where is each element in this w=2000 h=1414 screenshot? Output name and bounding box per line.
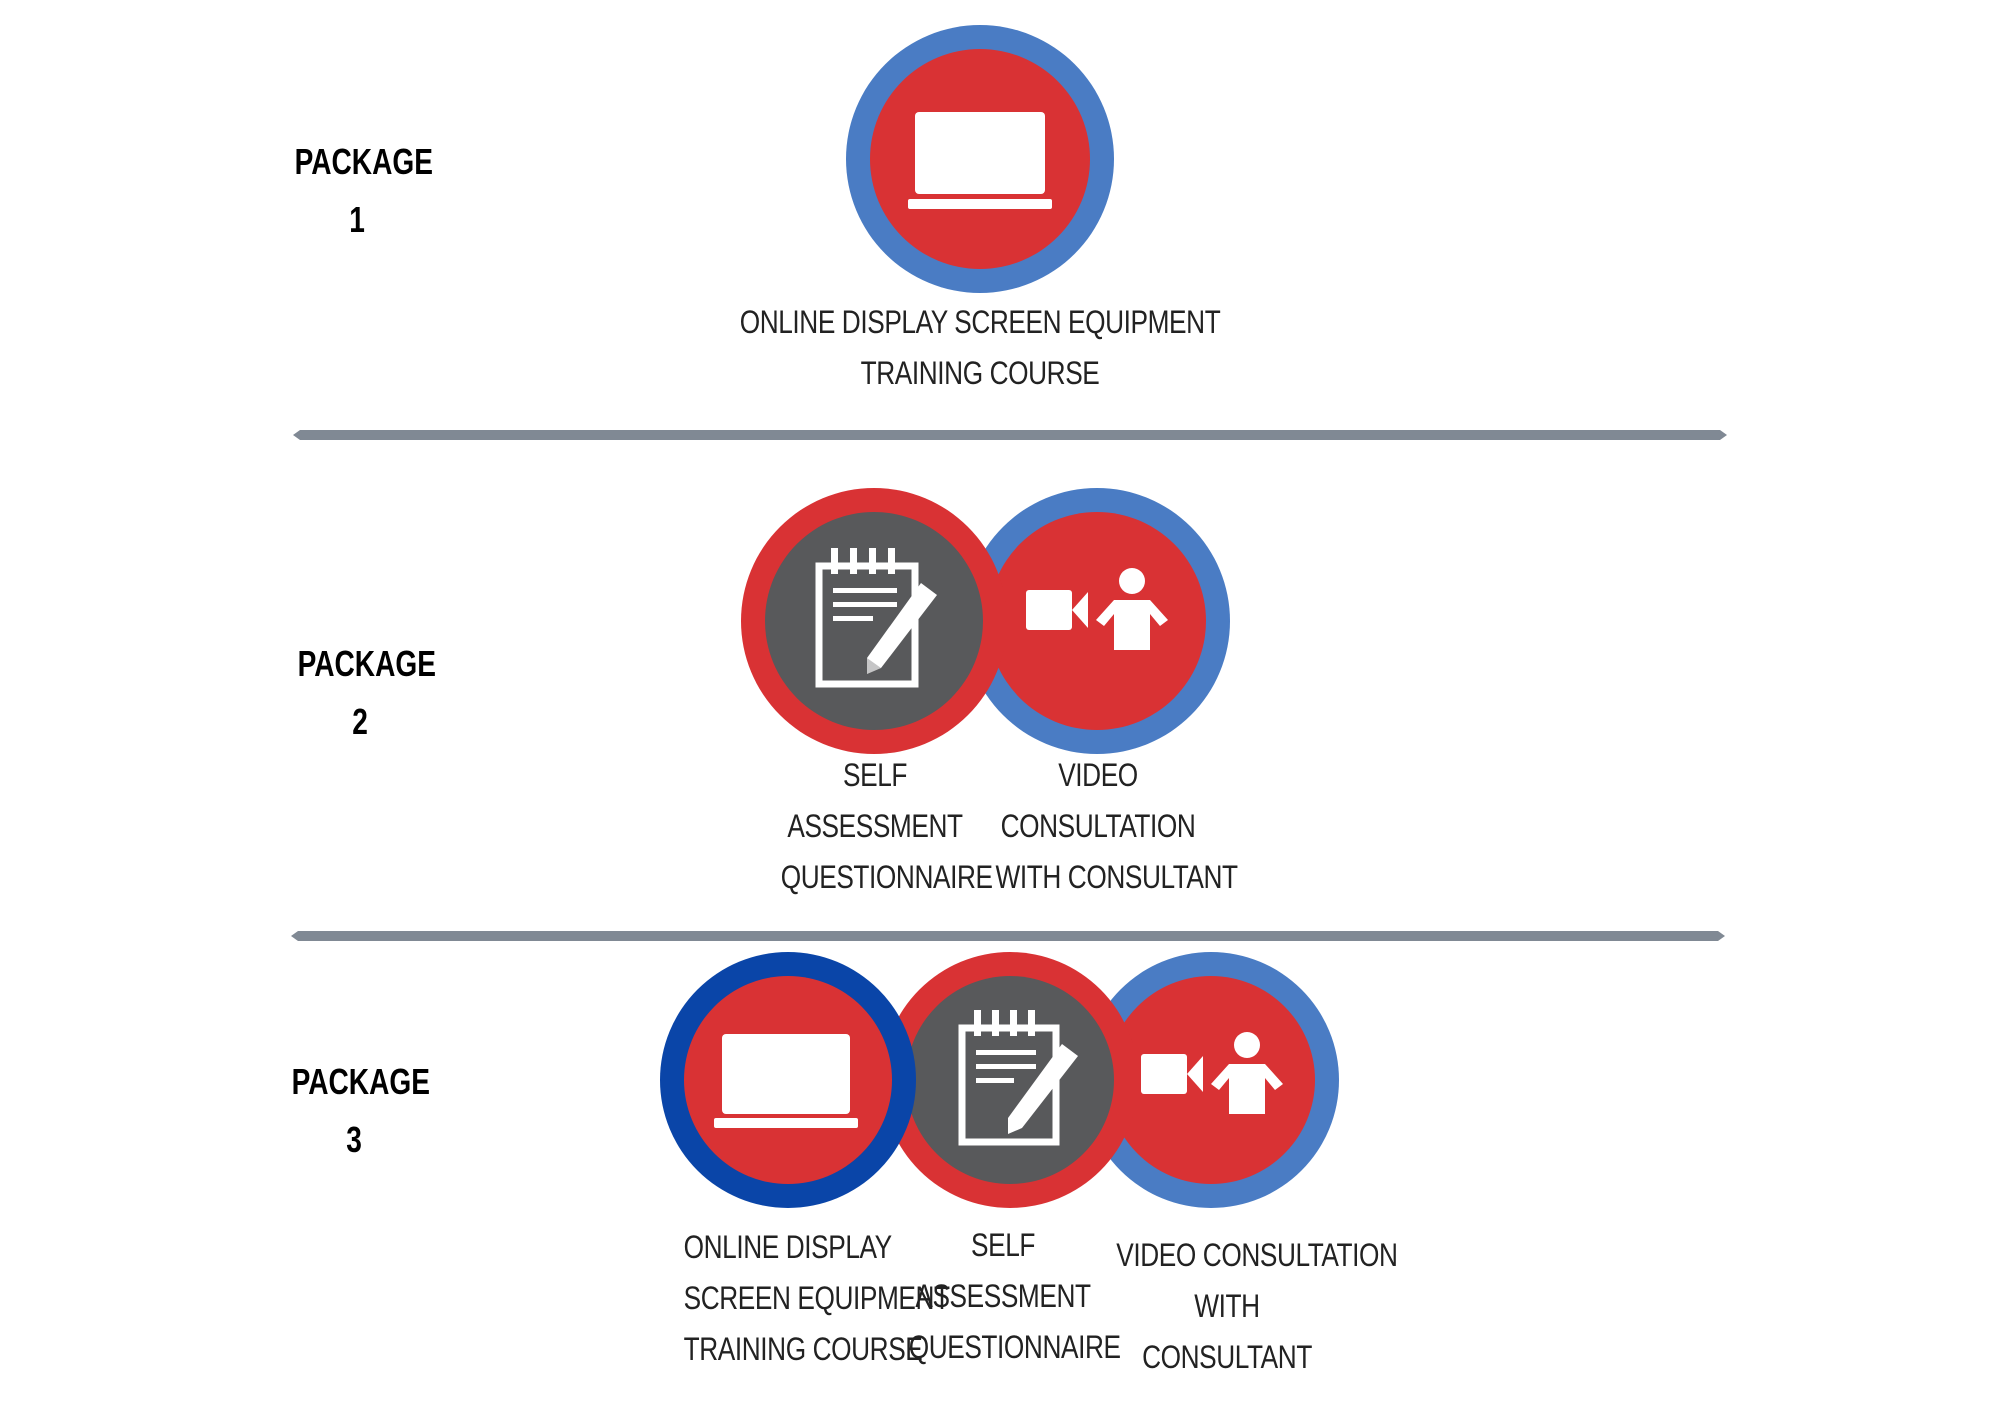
divider-2 <box>291 931 1725 941</box>
package-1-number: 1 <box>349 199 365 240</box>
package-2-self-assessment-caption: SELF ASSESSMENT QUESTIONNAIRE <box>780 757 993 895</box>
package-3-training-course-caption: ONLINE DISPLAY SCREEN EQUIPMENT TRAINING… <box>683 1229 950 1367</box>
video-consultant-icon <box>1026 568 1168 650</box>
package-3-number: 3 <box>346 1119 362 1160</box>
package-2-number: 2 <box>352 701 368 742</box>
laptop-icon <box>908 112 1052 209</box>
package-3-self-assessment-circle <box>882 952 1138 1208</box>
package-3-training-course-circle <box>660 952 916 1208</box>
package-3-self-assessment-caption: SELF ASSESSMENT QUESTIONNAIRE <box>908 1227 1121 1365</box>
video-consultant-icon <box>1141 1032 1283 1114</box>
package-3-word: PACKAGE <box>291 1061 430 1102</box>
package-1-caption: ONLINE DISPLAY SCREEN EQUIPMENT TRAINING… <box>739 304 1221 391</box>
laptop-icon <box>714 1034 858 1128</box>
package-2-video-consultation-caption: VIDEO CONSULTATION WITH CONSULTANT <box>995 757 1239 895</box>
package-1-label: PACKAGE 1 <box>294 133 433 249</box>
package-2-word: PACKAGE <box>297 643 436 684</box>
package-1-word: PACKAGE <box>294 141 433 182</box>
notepad-pencil-icon <box>958 1010 1078 1146</box>
divider-1 <box>293 430 1727 440</box>
package-1-training-course-circle <box>846 25 1114 293</box>
package-3-label: PACKAGE 3 <box>291 1053 430 1169</box>
notepad-pencil-icon <box>815 548 937 688</box>
package-2-self-assessment-circle <box>741 488 1007 754</box>
package-3-video-consultation-caption: VIDEO CONSULTATION WITH CONSULTANT <box>1116 1237 1398 1375</box>
package-2-video-consultation-circle <box>964 488 1230 754</box>
package-2-label: PACKAGE 2 <box>297 635 436 751</box>
